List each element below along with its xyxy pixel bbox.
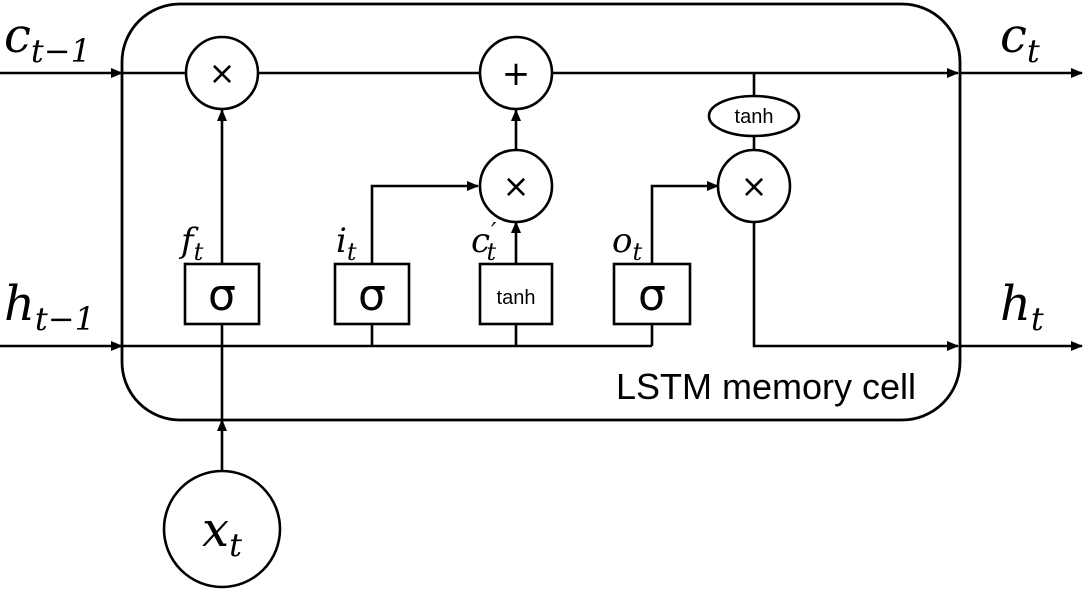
- lstm-cell-border: [120, 2, 962, 422]
- cell-label: LSTM memory cell: [616, 366, 916, 407]
- forget-multiply-symbol: ×: [209, 54, 236, 92]
- output-gate-sigma: σ: [638, 270, 666, 321]
- x-input-label: xt: [202, 502, 242, 564]
- state-add-node: [478, 35, 554, 111]
- input-gate-sigma: σ: [358, 270, 386, 321]
- candidate-label: c′t: [471, 218, 497, 266]
- state-add-symbol: +: [502, 54, 531, 94]
- x-input-node: [162, 469, 282, 589]
- candidate-tanh-label: tanh: [497, 287, 536, 309]
- forget-multiply-node: [184, 35, 260, 111]
- c-prev-label: ct−1: [4, 8, 91, 70]
- output-gate-label: ot: [612, 221, 642, 266]
- input-gate-arrow: [370, 181, 479, 264]
- output-gate-box: [612, 262, 692, 326]
- c-out-label: ct: [1000, 8, 1040, 70]
- input-multiply-symbol: ×: [503, 167, 530, 205]
- state-tanh-label: tanh: [735, 106, 774, 128]
- forget-gate-box: [183, 262, 261, 326]
- output-gate-arrow: [650, 181, 719, 264]
- hidden-output-path: [752, 222, 959, 351]
- h-prev-label: ht−1: [4, 276, 95, 338]
- h-out-label: ht: [1000, 276, 1044, 338]
- input-gate-label: it: [336, 221, 357, 266]
- forget-gate-sigma: σ: [208, 270, 236, 321]
- input-gate-box: [333, 262, 411, 326]
- output-multiply-symbol: ×: [741, 167, 768, 205]
- forget-gate-label: ft: [178, 221, 204, 266]
